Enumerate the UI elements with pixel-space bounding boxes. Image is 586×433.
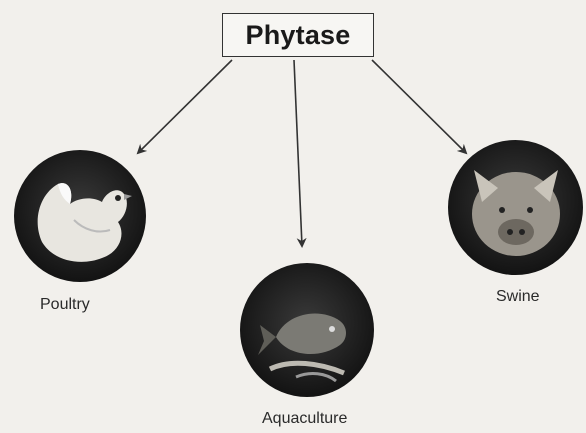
arrow-to-poultry bbox=[138, 60, 232, 153]
poultry-label: Poultry bbox=[40, 296, 90, 314]
chicken-photo bbox=[14, 150, 146, 282]
arrow-to-aquaculture bbox=[294, 60, 302, 246]
pig-photo bbox=[448, 140, 583, 275]
aquaculture-label: Aquaculture bbox=[262, 410, 347, 428]
fish-photo bbox=[240, 263, 374, 397]
swine-label: Swine bbox=[496, 288, 540, 306]
